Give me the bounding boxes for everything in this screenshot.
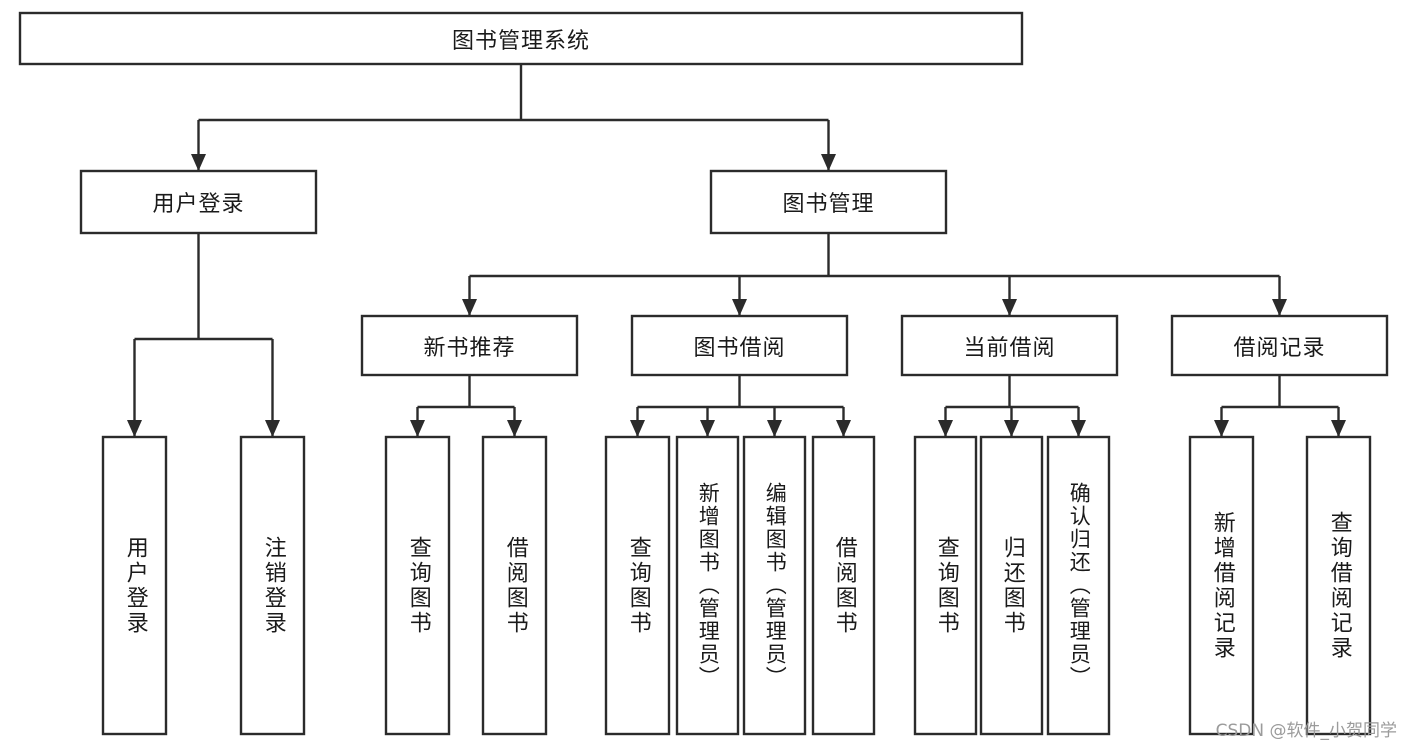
node-box-user-login (79, 169, 318, 235)
node-box-leaf-user-login (101, 435, 168, 736)
node-box-leaf-add-book (675, 435, 740, 736)
node-box-current-borrow (900, 314, 1119, 377)
node-box-new-book-rec (360, 314, 579, 377)
node-box-book-manage (709, 169, 948, 235)
arrow-head-leaf-return-book (1004, 420, 1019, 437)
edges-layer (127, 64, 1346, 437)
node-box-leaf-borrow-book-2 (811, 435, 876, 736)
arrow-head-leaf-add-record (1214, 420, 1229, 437)
arrow-head-leaf-borrow-book-1 (507, 420, 522, 437)
node-box-leaf-query-record (1305, 435, 1372, 736)
node-box-leaf-return-book (979, 435, 1044, 736)
arrow-head-leaf-query-book-1 (410, 420, 425, 437)
node-box-leaf-query-book-2 (604, 435, 671, 736)
arrow-head-leaf-logout (265, 420, 280, 437)
arrow-head-leaf-add-book (700, 420, 715, 437)
arrow-head-leaf-query-book-3 (938, 420, 953, 437)
node-box-leaf-add-record (1188, 435, 1255, 736)
boxes-layer (18, 11, 1389, 736)
arrow-head-leaf-edit-book (767, 420, 782, 437)
arrow-head-leaf-query-book-2 (630, 420, 645, 437)
arrow-head-new-book-rec (462, 299, 477, 316)
arrow-head-current-borrow (1002, 299, 1017, 316)
node-box-leaf-query-book-1 (384, 435, 451, 736)
node-box-leaf-borrow-book-1 (481, 435, 548, 736)
arrow-head-book-manage (821, 154, 836, 171)
arrow-head-leaf-confirm-return (1071, 420, 1086, 437)
arrow-head-leaf-borrow-book-2 (836, 420, 851, 437)
node-box-leaf-confirm-return (1046, 435, 1111, 736)
node-box-book-borrow (630, 314, 849, 377)
node-box-leaf-edit-book (742, 435, 807, 736)
arrow-head-book-borrow (732, 299, 747, 316)
node-box-borrow-record (1170, 314, 1389, 377)
arrow-head-leaf-user-login (127, 420, 142, 437)
node-box-leaf-query-book-3 (913, 435, 978, 736)
arrow-head-user-login (191, 154, 206, 171)
arrow-head-borrow-record (1272, 299, 1287, 316)
node-box-root (18, 11, 1024, 66)
arrow-head-leaf-query-record (1331, 420, 1346, 437)
node-box-leaf-logout (239, 435, 306, 736)
